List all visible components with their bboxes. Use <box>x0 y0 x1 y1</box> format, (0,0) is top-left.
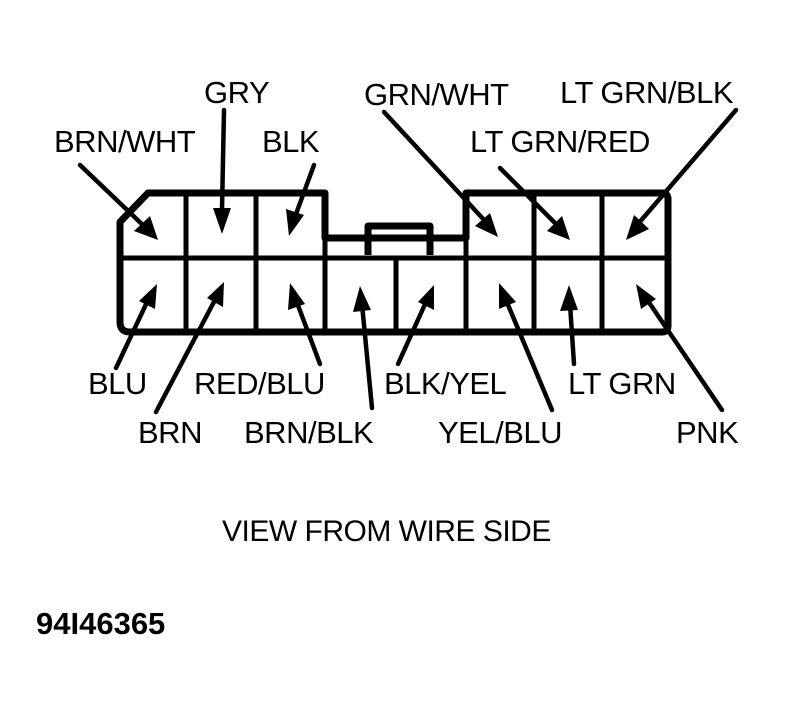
leader-line <box>153 295 219 415</box>
leader-line <box>293 297 323 367</box>
arrowhead <box>475 213 498 237</box>
top-row-labels: BRN/WHT GRY BLK GRN/WHT LT GRN/RED LT GR… <box>54 75 734 159</box>
figure-number: 94I46365 <box>36 606 165 641</box>
wire-label-lt-grn-blk: LT GRN/BLK <box>560 75 734 110</box>
arrowhead <box>547 216 570 240</box>
wire-label-blk: BLK <box>262 124 320 159</box>
arrowhead <box>636 284 656 309</box>
arrowhead <box>418 285 434 310</box>
connector-locking-tab <box>364 222 434 255</box>
leader-line <box>381 109 489 225</box>
leader-line <box>635 107 739 227</box>
wire-label-lt-grn: LT GRN <box>568 366 676 401</box>
leader-line <box>497 165 561 229</box>
arrowhead <box>207 282 224 307</box>
leader-line <box>77 162 149 231</box>
arrowhead <box>560 285 578 311</box>
leader-line <box>293 162 317 217</box>
wire-label-brn: BRN <box>138 415 202 450</box>
leader-line <box>113 297 151 371</box>
leader-line <box>567 301 577 367</box>
arrowhead <box>288 283 305 310</box>
wire-label-grn-wht: GRN/WHT <box>364 77 509 112</box>
bottom-row-labels: BLU BRN RED/BLU BRN/BLK BLK/YEL YEL/BLU … <box>88 366 740 450</box>
wire-label-brn-wht: BRN/WHT <box>54 124 196 159</box>
wire-label-pnk: PNK <box>676 415 739 450</box>
arrowhead <box>213 208 231 234</box>
leader-line <box>219 107 227 213</box>
wire-label-brn-blk: BRN/BLK <box>244 415 374 450</box>
arrowhead <box>353 286 371 312</box>
connector-body <box>116 189 672 336</box>
arrowhead <box>499 283 516 309</box>
arrowhead <box>139 284 157 309</box>
arrowhead <box>626 215 649 240</box>
leader-line <box>359 301 375 411</box>
wire-label-blu: BLU <box>88 366 147 401</box>
leader-line <box>643 295 725 413</box>
leader-line <box>395 299 429 367</box>
arrowhead <box>286 209 304 236</box>
leader-line <box>503 297 555 413</box>
wire-label-lt-grn-red: LT GRN/RED <box>470 124 650 159</box>
wire-label-red-blu: RED/BLU <box>194 366 325 401</box>
leader-lines <box>77 107 739 415</box>
wire-label-blk-yel: BLK/YEL <box>384 366 507 401</box>
arrowhead <box>134 216 158 240</box>
wire-label-gry: GRY <box>204 75 269 110</box>
view-caption: VIEW FROM WIRE SIDE <box>222 515 551 548</box>
wire-label-yel-blu: YEL/BLU <box>438 415 562 450</box>
